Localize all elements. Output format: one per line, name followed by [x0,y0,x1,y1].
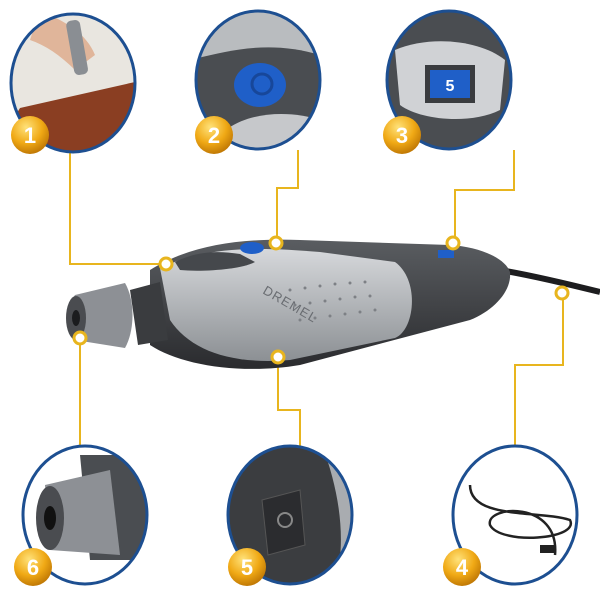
badge-number: 1 [24,123,36,148]
ring-3 [445,235,461,251]
ring-4 [554,285,570,301]
badge-6: 6 [14,548,52,586]
power-cord [499,267,600,295]
ring-2 [268,235,284,251]
badge-number: 3 [396,123,408,148]
callout-line-5 [277,363,301,447]
callout-rings [72,235,570,365]
badge-number: 6 [27,555,39,580]
callout-lines [69,150,564,447]
badge-5: 5 [228,548,266,586]
badge-4: 4 [443,548,481,586]
speed-dial [438,250,454,258]
power-button [240,242,264,254]
badge-number: 2 [208,123,220,148]
badge-number: 4 [456,555,469,580]
speed-dial-closeup [430,70,470,98]
badge-1: 1 [11,116,49,154]
callout-line-3 [454,150,515,237]
speed-dial-value: 5 [446,78,455,95]
badge-number: 5 [241,555,253,580]
ring-6 [72,330,88,346]
callout-line-1 [69,152,160,265]
callout-line-4 [514,299,564,447]
ring-1 [158,256,174,272]
badge-3: 3 [383,116,421,154]
ring-5 [270,349,286,365]
rotary-tool-image: DREMEL [66,239,600,369]
badge-2: 2 [195,116,233,154]
callout-line-2 [276,150,299,237]
